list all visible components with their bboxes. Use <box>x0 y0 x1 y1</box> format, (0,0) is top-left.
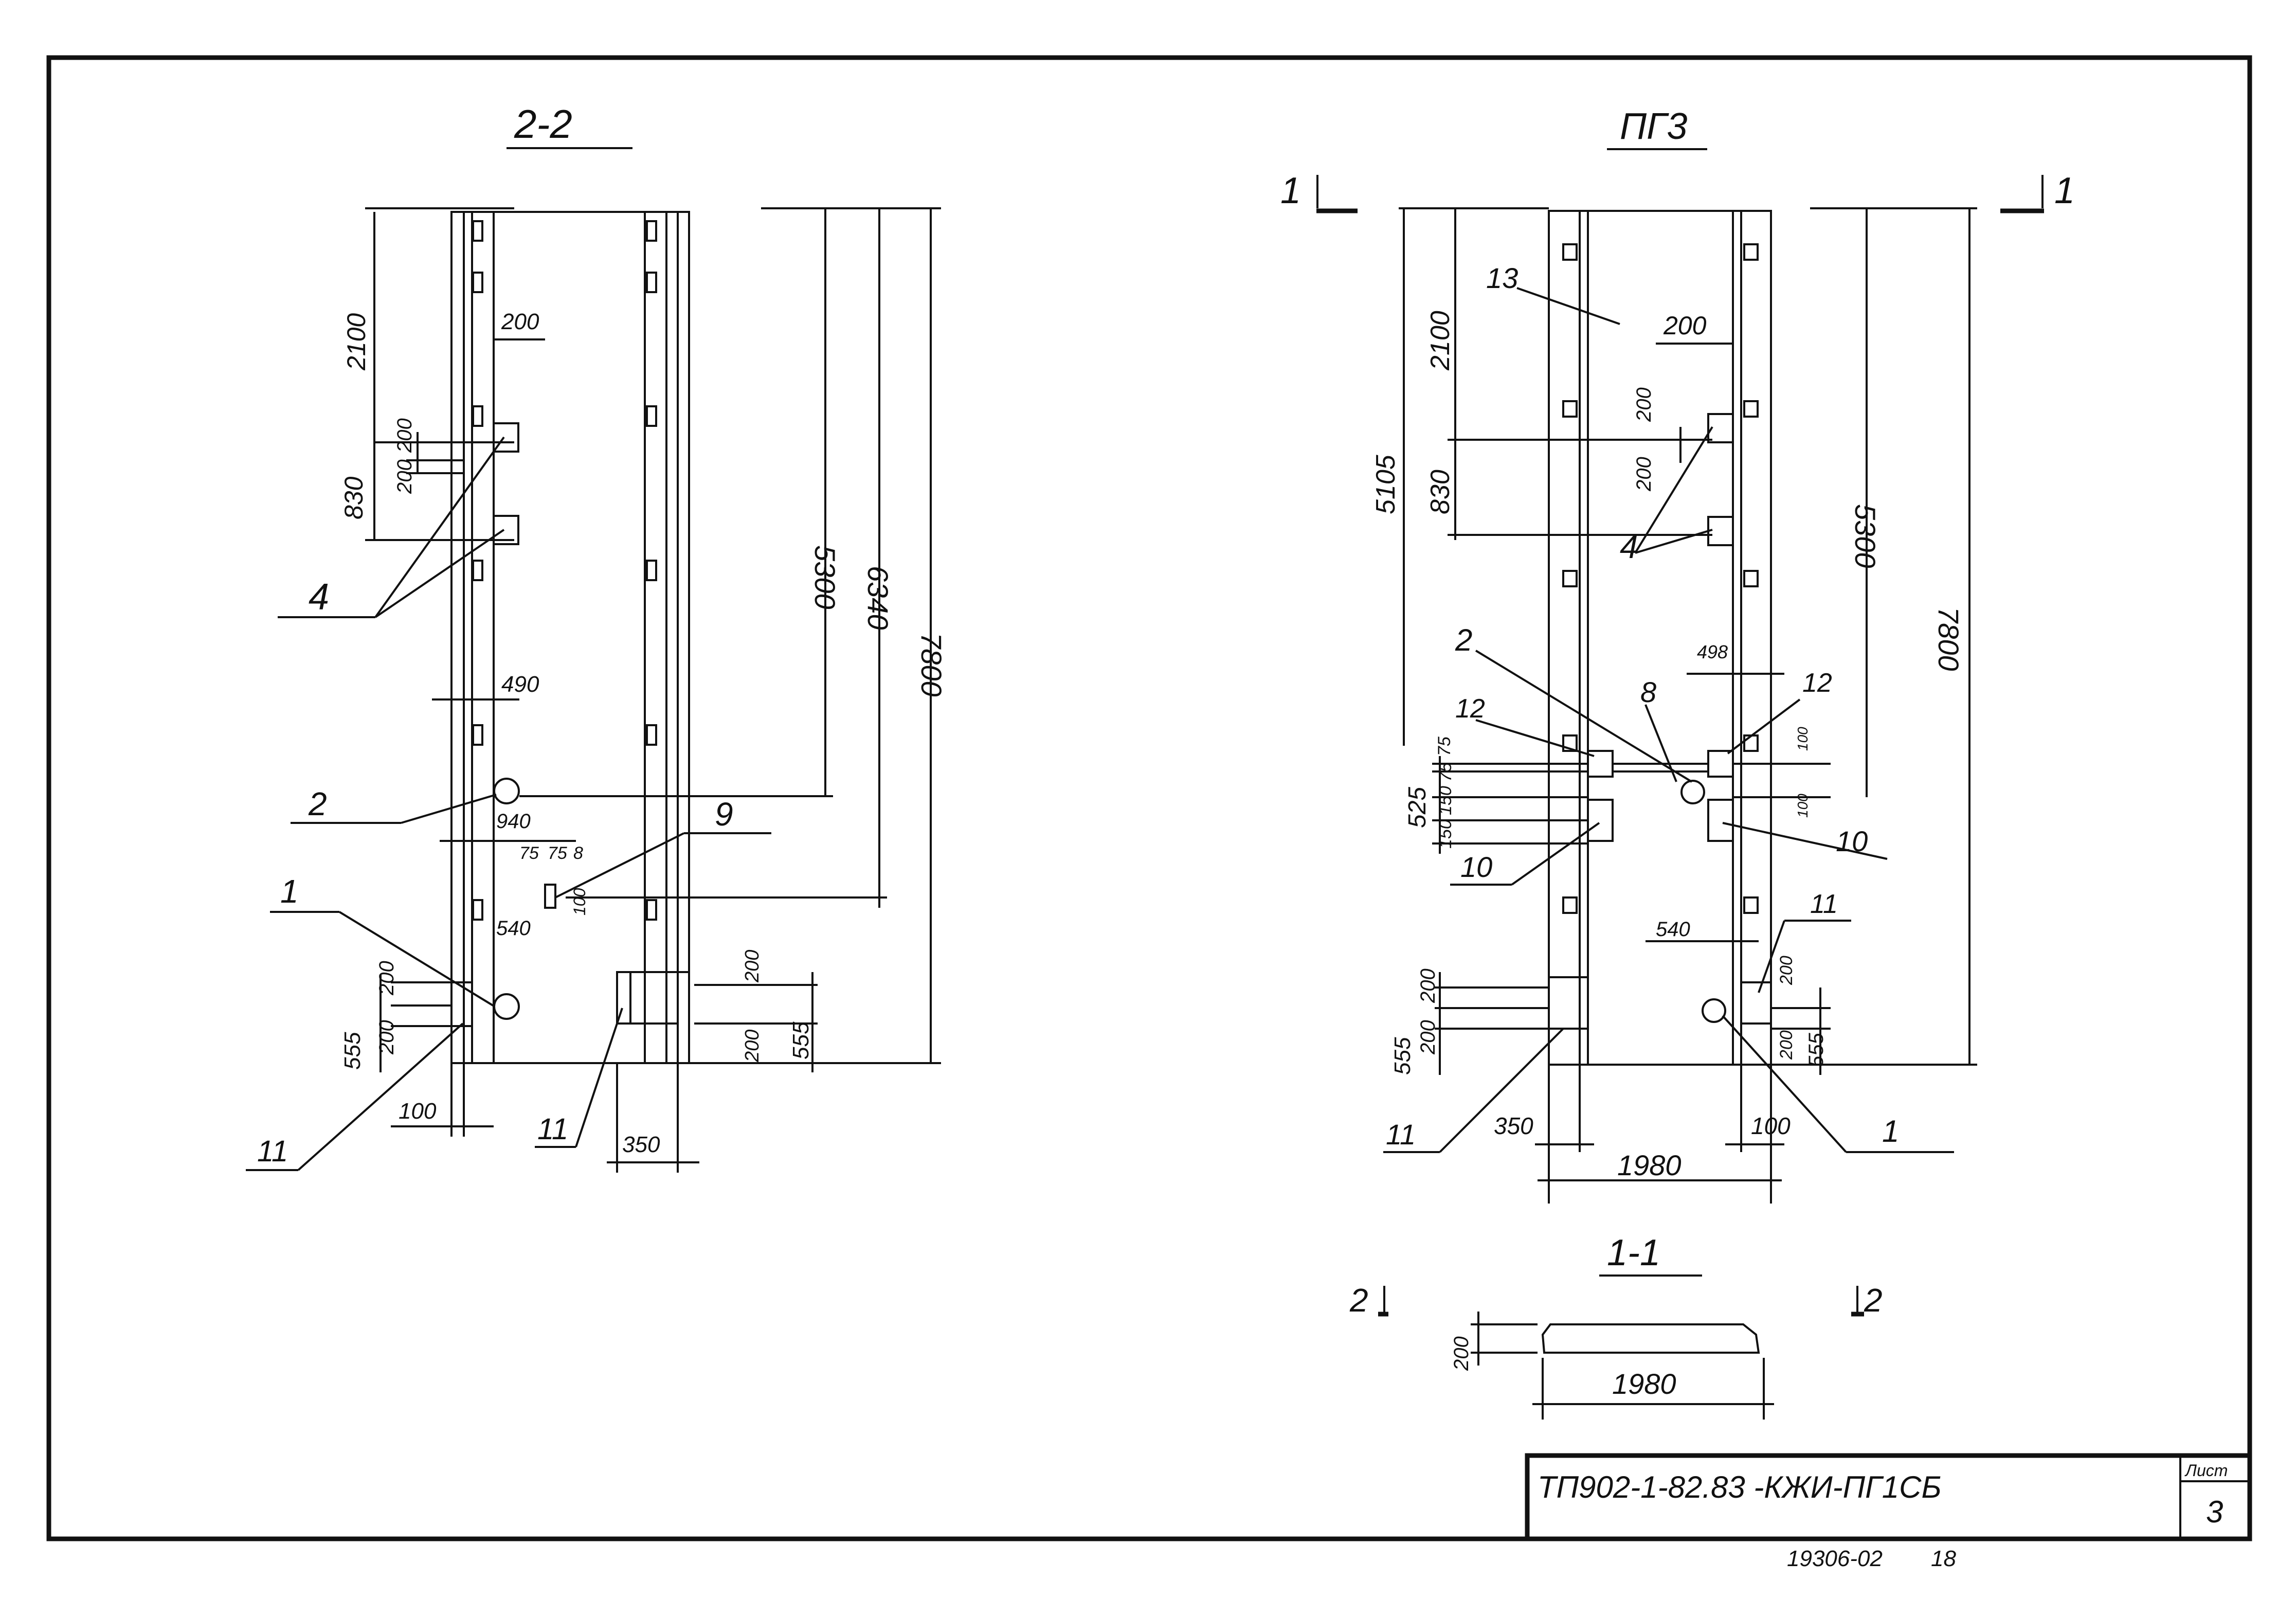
dim-75b-left: 75 <box>548 843 567 863</box>
mark-4-right: 4 <box>1620 528 1638 565</box>
dim-350-left: 350 <box>622 1132 660 1157</box>
dim-200c-right: 200 <box>1633 457 1655 492</box>
right-view: ПГ3 1 1 <box>1280 106 2075 1204</box>
mark-8-right: 8 <box>1640 676 1656 708</box>
right-view-title: ПГ3 <box>1620 106 1687 147</box>
dim-8-left: 8 <box>573 843 583 863</box>
section-view: 1-1 2 2 200 1980 <box>1349 1232 1883 1420</box>
section-mark-2-right: 2 <box>1864 1282 1883 1319</box>
archive-number: 19306-02 <box>1787 1546 1883 1571</box>
dim-200c-left: 200 <box>501 309 539 334</box>
mark-4-left: 4 <box>309 577 329 618</box>
dim-525-right: 525 <box>1404 787 1431 828</box>
sheet-label: Лист <box>2184 1461 2228 1480</box>
dim-830-right: 830 <box>1425 470 1455 514</box>
dim-940-left: 940 <box>496 810 531 833</box>
section-dim-200: 200 <box>1450 1336 1473 1371</box>
dim-200b-left: 200 <box>393 459 416 494</box>
dim-100-left: 100 <box>399 1099 437 1124</box>
title-block: ТП902-1-82.83 -КЖИ-ПГ1СБ Лист 3 <box>1525 1453 2252 1541</box>
dim-200e-right: 200 <box>1417 1020 1439 1055</box>
dim-200g-left: 200 <box>742 1030 763 1063</box>
mark-11b-right: 11 <box>1810 889 1838 919</box>
section-mark-1-right: 1 <box>2054 170 2075 211</box>
sheet-number: 3 <box>2206 1495 2223 1529</box>
mark-13-right: 13 <box>1486 262 1518 294</box>
mark-11b-left: 11 <box>537 1112 568 1146</box>
mark-1-left: 1 <box>280 873 299 910</box>
dim-100a-right: 100 <box>1795 727 1811 751</box>
dim-75a-right: 75 <box>1435 737 1454 756</box>
left-panel-outline <box>450 211 690 1064</box>
dim-540-right: 540 <box>1656 918 1690 941</box>
mark-9-left: 9 <box>715 796 733 833</box>
mark-12a-right: 12 <box>1455 694 1485 724</box>
dim-555r-right: 555 <box>1805 1033 1828 1067</box>
dim-200d-left: 200 <box>375 961 398 996</box>
section-view-title: 1-1 <box>1607 1232 1660 1273</box>
section-mark-2-left: 2 <box>1349 1282 1368 1319</box>
mark-11a-right: 11 <box>1386 1118 1416 1151</box>
dim-5105-right: 5105 <box>1371 454 1401 514</box>
mark-12b-right: 12 <box>1802 668 1832 698</box>
dim-2100-right: 2100 <box>1425 311 1455 371</box>
dim-200b-right: 200 <box>1633 387 1655 422</box>
section-dim-1980: 1980 <box>1612 1368 1676 1400</box>
mark-10b-right: 10 <box>1836 825 1868 857</box>
dim-200e-left: 200 <box>375 1020 398 1055</box>
footer-number: 18 <box>1931 1546 1956 1571</box>
dim-1980-right: 1980 <box>1617 1149 1682 1181</box>
dim-498-right: 498 <box>1697 641 1728 662</box>
document-code: ТП902-1-82.83 -КЖИ-ПГ1СБ <box>1538 1470 1942 1504</box>
section-profile <box>1541 1323 1760 1354</box>
dim-150a-right: 150 <box>1436 786 1455 815</box>
dim-555-left: 555 <box>340 1032 365 1070</box>
dim-75a-left: 75 <box>519 843 539 863</box>
left-view: 2-2 <box>246 101 948 1173</box>
section-mark-1-left: 1 <box>1280 170 1301 211</box>
mark-10a-right: 10 <box>1460 851 1492 883</box>
dim-7800-left: 7800 <box>915 633 948 697</box>
dim-490-left: 490 <box>501 672 539 697</box>
dim-100-right: 100 <box>1751 1112 1791 1139</box>
dim-200a-left: 200 <box>393 418 416 453</box>
dim-150b-right: 150 <box>1436 819 1455 849</box>
mark-11a-left: 11 <box>257 1135 288 1168</box>
dim-75b-right: 75 <box>1436 762 1455 782</box>
mark-1-right: 1 <box>1882 1114 1899 1148</box>
dim-5300-left: 5300 <box>809 545 841 609</box>
dim-830-left: 830 <box>339 476 368 519</box>
mark-2-left: 2 <box>308 785 327 822</box>
dim-5300-right: 5300 <box>1849 504 1882 568</box>
dim-540-left: 540 <box>496 917 531 940</box>
dim-200a-right: 200 <box>1663 311 1707 340</box>
dim-350-right: 350 <box>1494 1112 1533 1139</box>
left-view-title: 2-2 <box>514 101 572 147</box>
sheet-frame <box>46 55 2252 1541</box>
right-panel-outline <box>1548 210 1772 1066</box>
dim-7800-right: 7800 <box>1932 607 1965 671</box>
dim-200d-right: 200 <box>1417 968 1439 1003</box>
dim-200g-right: 200 <box>1777 1030 1796 1060</box>
dim-2100-left: 2100 <box>342 313 371 371</box>
dim-100v-left: 100 <box>570 888 589 915</box>
dim-6340-left: 6340 <box>862 566 894 630</box>
dim-555r-left: 555 <box>788 1021 813 1060</box>
dim-200f-left: 200 <box>742 950 763 983</box>
mark-2-right: 2 <box>1455 623 1472 657</box>
dim-200f-right: 200 <box>1777 956 1796 985</box>
dim-555l-right: 555 <box>1390 1037 1415 1075</box>
